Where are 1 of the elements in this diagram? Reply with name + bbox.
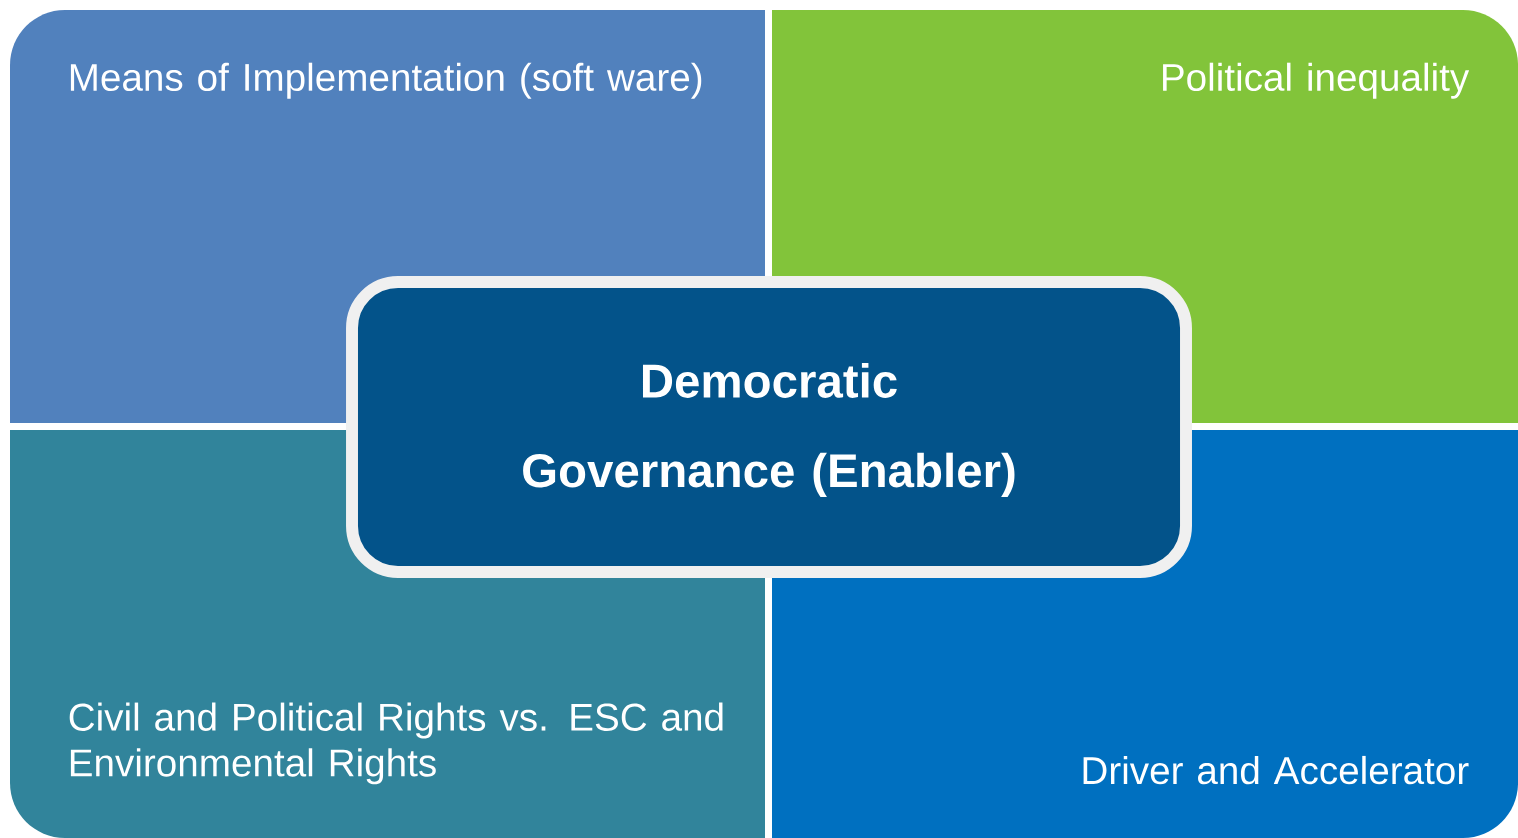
center-box: Democratic Governance (Enabler) bbox=[346, 276, 1192, 578]
